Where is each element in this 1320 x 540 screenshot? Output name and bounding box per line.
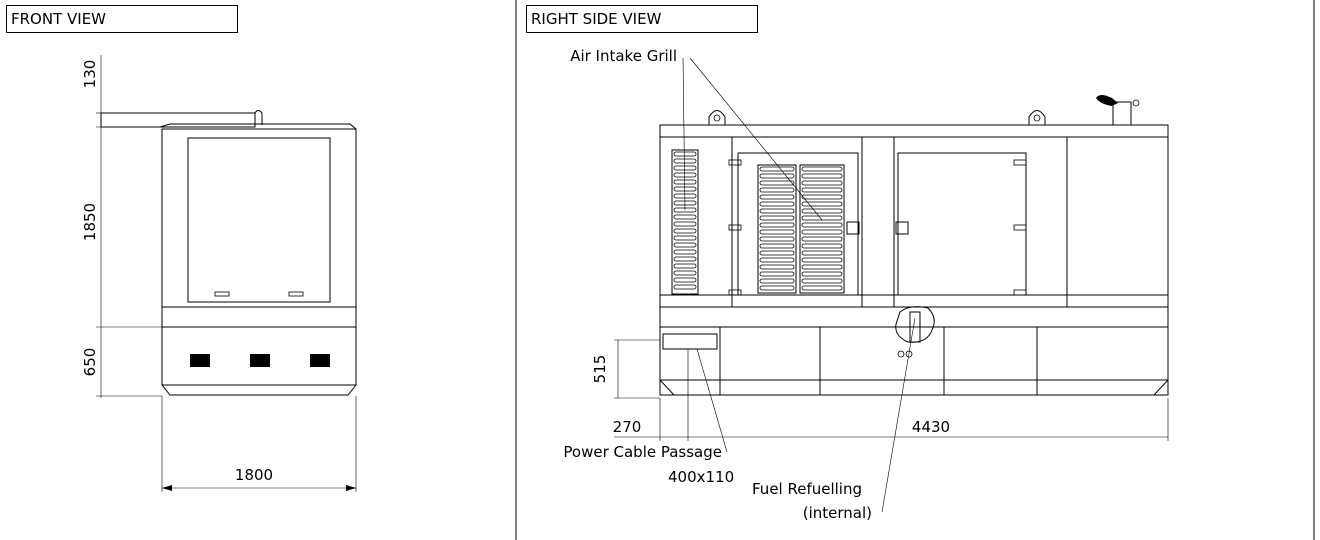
louver-slat [759,285,795,291]
dim-enclosure-height-label: 1850 [81,203,99,241]
louver-slat [801,271,843,277]
louver-slat [801,278,843,284]
dim-width-label: 1800 [235,466,273,484]
louver-slat [759,264,795,270]
louver-slat [673,284,697,290]
air-intake-grill-left [671,149,699,295]
louver-slat [673,228,697,234]
power-cable-passage-label: Power Cable Passage [563,443,722,461]
louver-slat [759,166,795,172]
right-side-view-title-text: RIGHT SIDE VIEW [531,10,662,28]
front-view-title-text: FRONT VIEW [11,10,107,28]
louver-slat [759,257,795,263]
louver-slat [801,222,843,228]
louver-slat [759,173,795,179]
louver-slat [673,214,697,220]
right-side-drawing [614,57,1169,513]
dim-cable-offset-label: 270 [613,418,642,436]
louver-slat [759,180,795,186]
front-view-drawing [96,55,357,492]
dim-length-label: 4430 [912,418,950,436]
louver-slat [673,151,697,157]
louver-slat [673,221,697,227]
louver-slat [759,229,795,235]
louver-slat [801,166,843,172]
power-cable-size-label: 400x110 [668,468,734,486]
louver-slat [673,158,697,164]
louver-slat [801,208,843,214]
louver-slat [801,187,843,193]
louver-slat [673,242,697,248]
front-view-title: FRONT VIEW [6,5,238,33]
louver-slat [801,250,843,256]
louver-slat [759,201,795,207]
louver-slat [673,235,697,241]
louver-slat [759,250,795,256]
louver-slat [759,278,795,284]
louver-slat [759,194,795,200]
louver-slat [801,285,843,291]
louver-slat [759,215,795,221]
louver-slat [673,179,697,185]
louver-slat [759,222,795,228]
louver-slat [673,277,697,283]
dim-base-height-label: 650 [81,348,99,377]
louver-slat [801,201,843,207]
fuel-internal-label: (internal) [803,504,872,522]
louver-slat [801,257,843,263]
louver-slat [759,236,795,242]
dim-cable-height-label: 515 [591,355,609,384]
louver-slat [801,236,843,242]
exhaust-cap [1080,95,1168,126]
power-cable-passage [662,333,718,350]
air-intake-grill-door [757,164,845,294]
louver-slat [759,187,795,193]
fuel-refuelling-label: Fuel Refuelling [752,480,862,498]
right-side-view-title: RIGHT SIDE VIEW [526,5,758,33]
louver-slat [673,165,697,171]
louver-slat [673,256,697,262]
louver-slat [801,229,843,235]
louver-slat [759,243,795,249]
louver-slat [759,271,795,277]
front-base-vents [190,354,330,367]
louver-slat [673,270,697,276]
lifting-eye-right [1028,110,1046,125]
louver-slat [673,172,697,178]
louver-slat [801,180,843,186]
louver-slat [673,263,697,269]
louver-slat [801,264,843,270]
louver-slat [801,194,843,200]
louver-slat [759,208,795,214]
louver-slat [801,215,843,221]
dim-roof-label: 130 [81,60,99,89]
louver-slat [801,243,843,249]
louver-slat [801,173,843,179]
air-intake-grill-label: Air Intake Grill [570,47,677,65]
lifting-eye-left [708,110,726,125]
louver-slat [673,249,697,255]
